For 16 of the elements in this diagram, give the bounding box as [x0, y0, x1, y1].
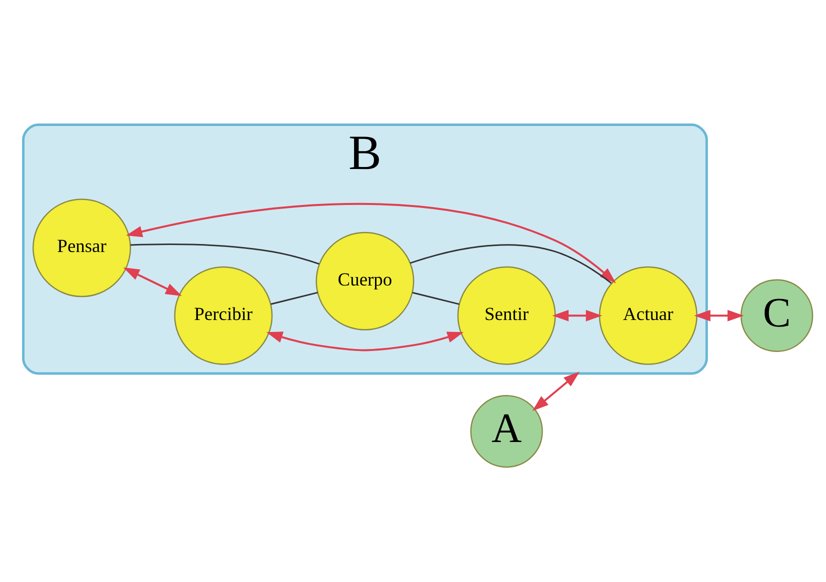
- node-circle: A: [470, 395, 543, 468]
- arrow: [694, 310, 744, 322]
- arrow: [552, 310, 602, 322]
- node-circle: Sentir: [457, 266, 556, 365]
- node-circle: Percibir: [174, 266, 273, 365]
- node-circle: C: [740, 279, 814, 352]
- node-circle: Cuerpo: [316, 232, 414, 330]
- connector: [412, 292, 460, 305]
- connector: [410, 244, 612, 284]
- arrow: [123, 267, 182, 296]
- connector: [270, 292, 318, 305]
- node-circle: Pensar: [32, 198, 132, 298]
- arrow: [532, 372, 580, 411]
- arrow: [126, 203, 616, 284]
- arrow: [266, 332, 464, 352]
- connector: [130, 244, 320, 265]
